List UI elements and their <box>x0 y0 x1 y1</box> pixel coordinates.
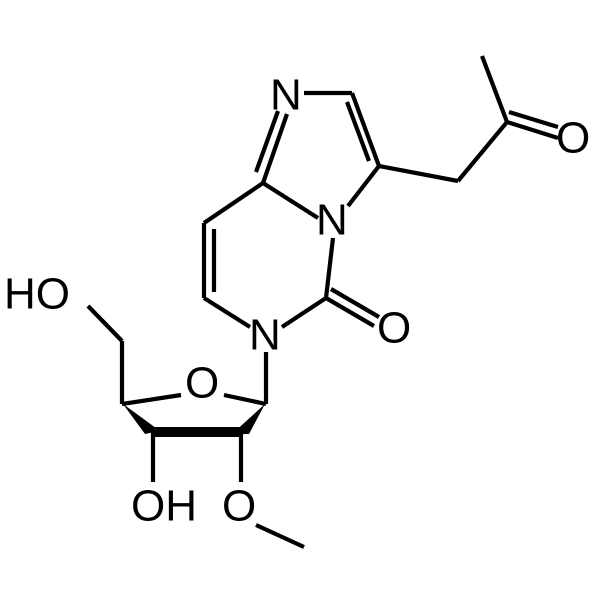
bond-n1-c8a-inner <box>254 110 280 173</box>
bond-methyl-ketone <box>480 55 509 123</box>
bond-c7-n6 <box>202 296 252 329</box>
atom-label-layer: N N N O O O HO OH O <box>4 71 590 531</box>
atom-label-n-bridgehead: N <box>316 196 348 245</box>
bond-layer <box>86 55 559 549</box>
bond-ch2-c3 <box>378 163 459 184</box>
atom-label-o-ketone: O <box>556 114 590 163</box>
bond-c5-o-a <box>324 296 376 328</box>
atom-label-o-furanose: O <box>185 359 219 408</box>
atom-label-o-methoxy: O <box>222 482 256 531</box>
bond-c5-o-b <box>329 287 381 319</box>
bond-c8a-c8 <box>202 181 265 225</box>
bond-ketone-co-b <box>508 109 559 130</box>
bond-c3-c2-inner <box>345 101 371 162</box>
bond-o-methyl <box>255 523 305 549</box>
wedge-bond-c1prime-c2prime <box>232 404 265 434</box>
bond-c5prime-o <box>86 304 124 343</box>
atom-label-ho-primary: HO <box>4 270 70 319</box>
atom-label-n-imidazole: N <box>270 71 302 120</box>
atom-label-oh-secondary: OH <box>131 482 197 531</box>
bond-c5-n4 <box>323 237 336 299</box>
bond-n6-c5 <box>280 296 328 329</box>
bond-n1-c8a <box>261 113 289 184</box>
bond-o4prime-c4prime <box>121 392 182 407</box>
atom-label-o-carbonyl: O <box>377 304 411 353</box>
atom-label-n-ring: N <box>249 311 281 360</box>
bond-c1prime-o4prime <box>223 392 267 407</box>
wedge-bond-c4prime-c3prime <box>123 404 160 434</box>
bond-c3-c2 <box>350 92 381 167</box>
bond-ketone-ch2 <box>456 120 509 183</box>
bond-ketone-co-a <box>506 119 559 141</box>
bond-c3-n4 <box>346 164 381 208</box>
bond-c8a-n4 <box>261 181 320 220</box>
